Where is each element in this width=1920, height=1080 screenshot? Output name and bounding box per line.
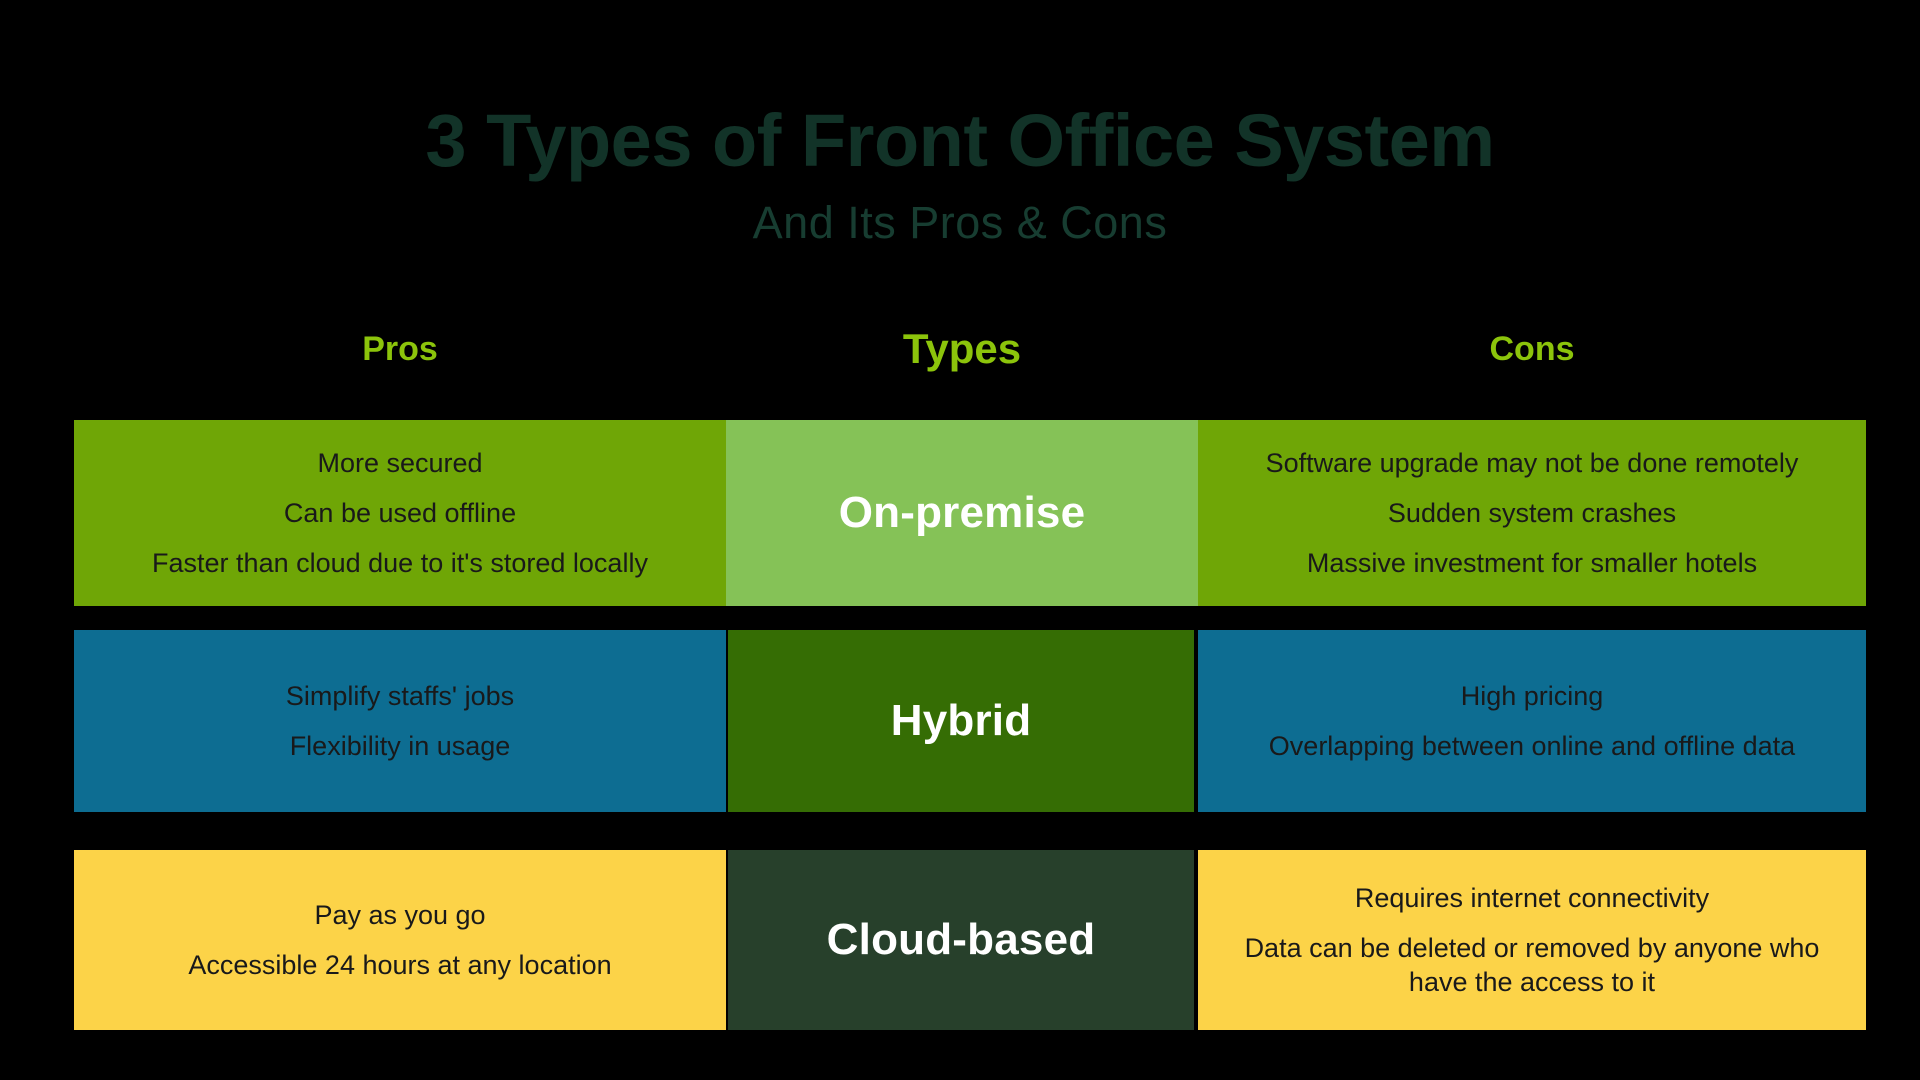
column-header-types: Types — [902, 325, 1022, 372]
list-item: Accessible 24 hours at any location — [188, 950, 612, 980]
list-item: Simplify staffs' jobs — [285, 680, 515, 711]
type-label: Cloud-based — [826, 915, 1096, 964]
cons-cell-hybrid: High pricing Overlapping between online … — [1198, 630, 1866, 812]
table-row-hybrid: Simplify staffs' jobs Flexibility in usa… — [74, 630, 1866, 812]
list-item: Overlapping between online and offline d… — [1268, 731, 1796, 761]
type-cell-on-premise: On-premise — [726, 420, 1198, 606]
column-header-cons: Cons — [1489, 330, 1575, 368]
page-subtitle: And Its Pros & Cons — [752, 197, 1168, 248]
list-item: High pricing — [1460, 680, 1604, 711]
type-cell-hybrid: Hybrid — [728, 630, 1194, 812]
list-item: Pay as you go — [314, 899, 486, 930]
table-row-on-premise: More secured Can be used offline Faster … — [74, 420, 1866, 606]
cons-cell-cloud-based: Requires internet connectivity Data can … — [1198, 850, 1866, 1030]
pros-cell-cloud-based: Pay as you go Accessible 24 hours at any… — [74, 850, 726, 1030]
list-item: Data can be deleted or removed by anyone… — [1244, 932, 1820, 997]
page-title: 3 Types of Front Office System — [425, 99, 1495, 182]
table-row-cloud-based: Pay as you go Accessible 24 hours at any… — [74, 850, 1866, 1030]
type-label: Hybrid — [890, 696, 1032, 745]
list-item: Faster than cloud due to it's stored loc… — [152, 548, 648, 578]
list-item: Sudden system crashes — [1387, 497, 1677, 528]
list-item: Software upgrade may not be done remotel… — [1265, 447, 1799, 478]
list-item: Flexibility in usage — [289, 731, 511, 761]
cons-cell-on-premise: Software upgrade may not be done remotel… — [1198, 420, 1866, 606]
pros-cell-on-premise: More secured Can be used offline Faster … — [74, 420, 726, 606]
type-label: On-premise — [838, 488, 1086, 537]
list-item: Massive investment for smaller hotels — [1306, 548, 1758, 578]
title-block: 3 Types of Front Office System And Its P… — [0, 99, 1920, 248]
column-header-pros: Pros — [362, 330, 438, 368]
pros-cell-hybrid: Simplify staffs' jobs Flexibility in usa… — [74, 630, 726, 812]
type-cell-cloud-based: Cloud-based — [728, 850, 1194, 1030]
list-item: More secured — [317, 447, 483, 478]
list-item: Can be used offline — [283, 497, 517, 528]
column-header-row: Pros Types Cons — [74, 328, 1866, 388]
list-item: Requires internet connectivity — [1354, 882, 1710, 913]
